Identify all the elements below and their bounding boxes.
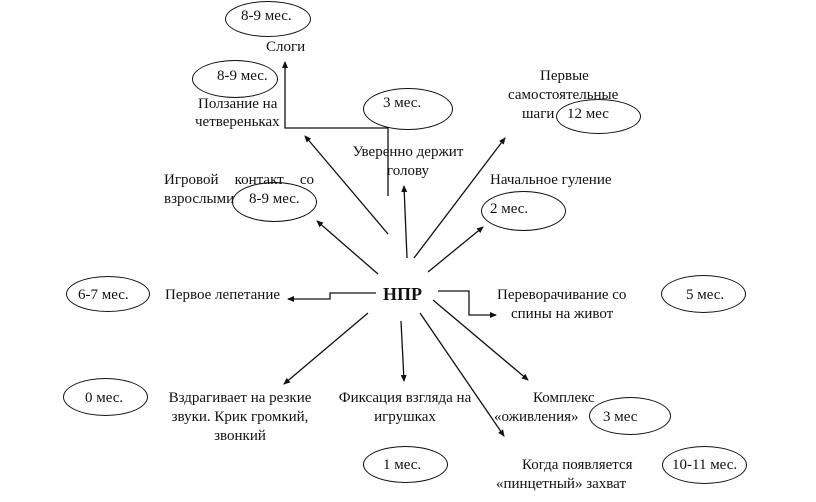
age-oval-play — [232, 182, 317, 222]
label-pincer-1: Когда появляется — [522, 457, 633, 473]
center-title: НПР — [383, 284, 422, 304]
age-crawling: 8-9 мес. — [217, 68, 268, 84]
label-fixation-1: Фиксация взгляда на — [338, 390, 472, 406]
arrow-rolling — [438, 290, 497, 318]
label-babbling: Первое лепетание — [165, 287, 280, 303]
age-rolling: 5 мес. — [686, 287, 725, 303]
label-head-2: голову — [386, 163, 430, 179]
label-head-1: Уверенно держит — [352, 144, 464, 160]
age-babbling: 6-7 мес. — [78, 287, 129, 303]
age-oval-pincer — [662, 446, 747, 484]
label-rolling-1: Переворачивание со — [497, 287, 627, 303]
arrow-startle — [283, 312, 369, 385]
age-steps: 12 мес — [567, 106, 609, 122]
arrow-head — [401, 185, 408, 259]
arrow-play — [316, 220, 379, 275]
label-crawling-1: Ползание на — [198, 96, 278, 112]
label-revival-1: Комплекс — [533, 390, 595, 406]
label-fixation-2: игрушках — [374, 409, 436, 425]
label-steps-1: Первые — [540, 68, 589, 84]
age-oval-head — [363, 88, 453, 130]
label-pincer-2: «пинцетный» захват — [496, 476, 626, 492]
label-startle-2: звуки. Крик громкий, — [171, 409, 309, 425]
age-oval-rolling — [661, 275, 746, 313]
age-fixation: 1 мес. — [383, 457, 422, 473]
age-oval-steps — [556, 99, 641, 134]
arrow-babbling — [287, 292, 376, 302]
arrow-cooing — [427, 226, 484, 273]
label-revival-2: «оживления» — [494, 409, 579, 425]
label-play-2: взрослыми — [164, 191, 235, 207]
arrow-syllables — [282, 61, 389, 196]
age-oval-fixation — [363, 446, 448, 483]
label-startle-1: Вздрагивает на резкие — [168, 390, 312, 406]
age-oval-revival — [589, 397, 671, 435]
arrow-fixation — [400, 320, 407, 382]
age-syllables: 8-9 мес. — [241, 8, 292, 24]
age-oval-crawling — [192, 60, 278, 98]
age-revival: 3 мес — [603, 409, 638, 425]
label-cooing: Начальное гуление — [490, 172, 612, 188]
label-steps-3: шаги — [522, 106, 555, 122]
age-oval-syllables — [225, 1, 311, 37]
label-rolling-2: спины на живот — [511, 306, 614, 322]
age-startle: 0 мес. — [85, 390, 124, 406]
age-oval-babbling — [66, 276, 150, 312]
label-crawling-2: четвереньках — [195, 114, 280, 130]
age-oval-startle — [63, 378, 148, 416]
arrow-steps — [413, 137, 506, 259]
age-pincer: 10-11 мес. — [672, 457, 738, 473]
age-cooing: 2 мес. — [490, 201, 529, 217]
label-syllables: Слоги — [266, 39, 306, 55]
arrow-revival — [432, 299, 529, 381]
age-play: 8-9 мес. — [249, 191, 300, 207]
arrow-pincer — [419, 312, 505, 437]
arrow-crawling — [304, 135, 389, 235]
age-oval-cooing — [481, 191, 566, 231]
label-startle-3: звонкий — [214, 428, 266, 444]
age-head: 3 мес. — [383, 95, 422, 111]
